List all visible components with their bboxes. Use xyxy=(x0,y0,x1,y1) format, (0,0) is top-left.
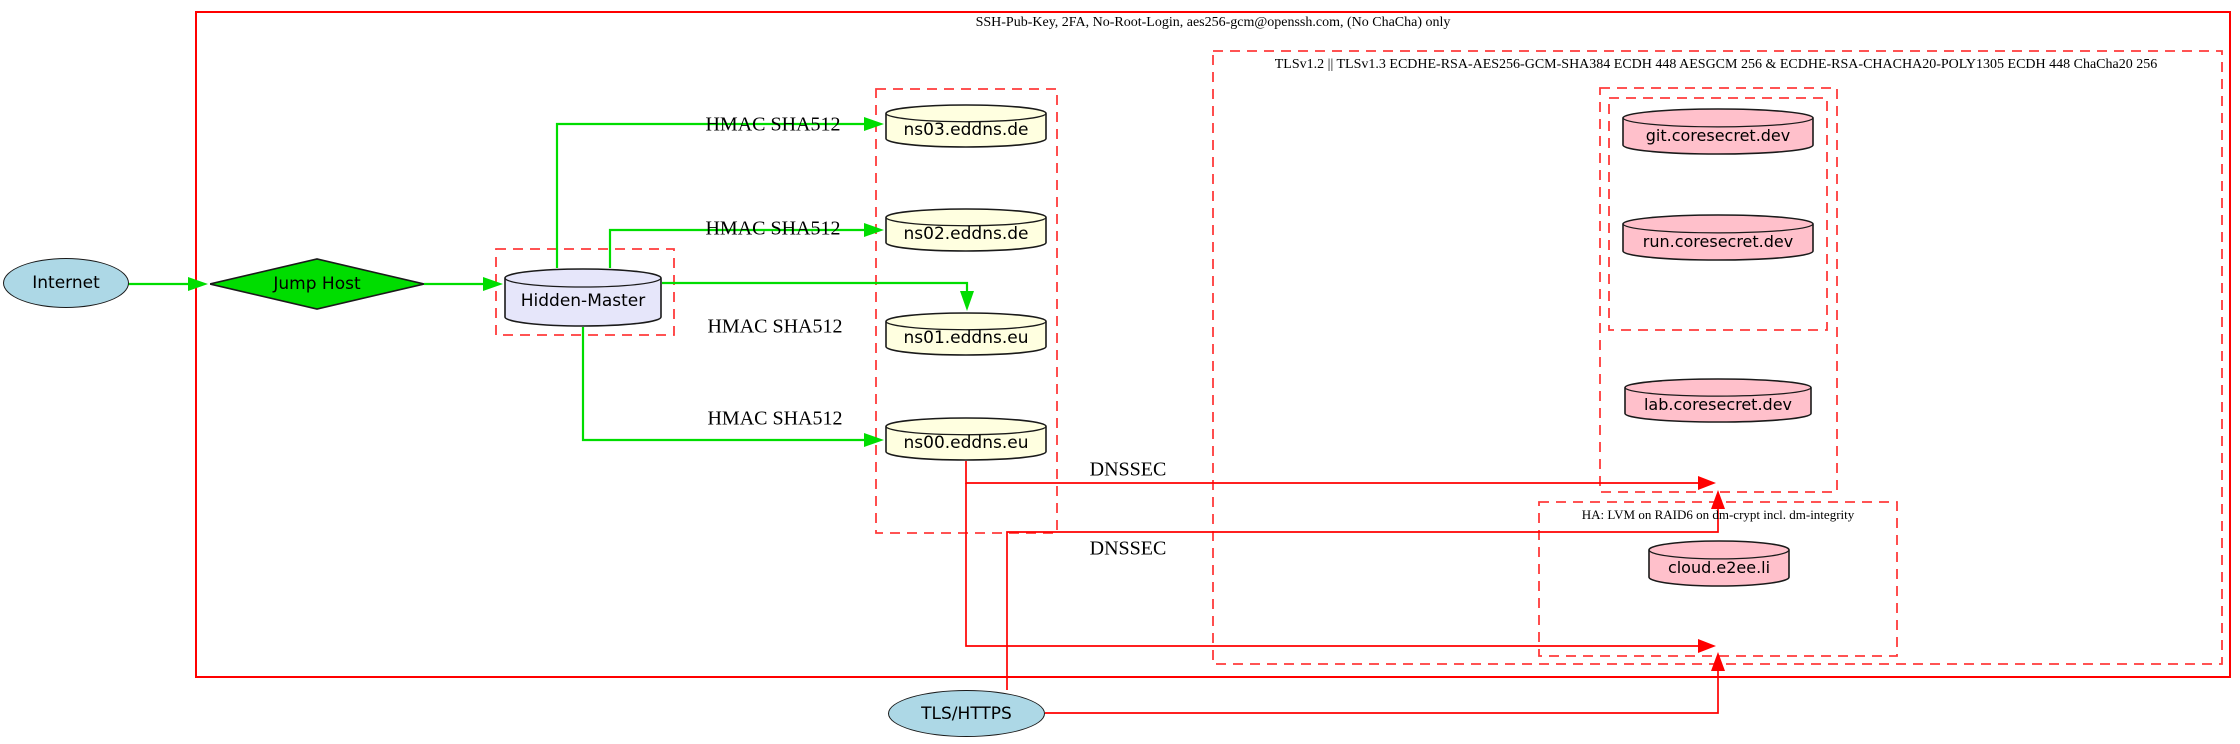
arrowhead-hiddenmaster xyxy=(483,277,503,291)
hmac-label-ns00: HMAC SHA512 xyxy=(707,407,843,430)
cloud-e2ee-label: cloud.e2ee.li xyxy=(1667,557,1771,577)
run-coresecret-node: run.coresecret.dev xyxy=(1622,214,1814,261)
diamond-shape xyxy=(210,258,424,310)
ns01-node: ns01.eddns.eu xyxy=(885,312,1047,356)
cloud-e2ee-node: cloud.e2ee.li xyxy=(1648,540,1790,587)
edge-hm-ns03 xyxy=(555,122,866,268)
ns00-label: ns00.eddns.eu xyxy=(903,432,1029,453)
ns02-label: ns02.eddns.de xyxy=(903,223,1029,244)
hmac-label-ns03: HMAC SHA512 xyxy=(705,113,841,136)
tls-https-label: TLS/HTTPS xyxy=(921,703,1012,724)
dnssec-label-2: DNSSEC xyxy=(1089,537,1167,560)
ns00-node: ns00.eddns.eu xyxy=(885,417,1047,461)
lab-coresecret-node: lab.coresecret.dev xyxy=(1624,378,1812,423)
ssh-perimeter-box xyxy=(195,11,2231,678)
coresecret-inner-cluster-box xyxy=(1608,97,1828,331)
cylinder-shape xyxy=(885,104,1047,148)
hmac-label-ns02: HMAC SHA512 xyxy=(705,217,841,240)
edge-hm-ns01 xyxy=(662,281,969,293)
ns03-node: ns03.eddns.de xyxy=(885,104,1047,148)
hidden-master-cluster-box xyxy=(495,248,675,336)
git-coresecret-node: git.coresecret.dev xyxy=(1622,108,1814,155)
arrowhead-ns00 xyxy=(864,433,884,447)
arrowhead-ns03 xyxy=(864,117,884,131)
edge-hm-ns02 xyxy=(608,228,866,268)
cylinder-shape xyxy=(885,417,1047,461)
cylinder-shape xyxy=(1622,108,1814,155)
jump-host-node: Jump Host xyxy=(210,258,424,310)
edge-tlshttps-coresecret xyxy=(1006,508,1719,690)
arrowhead-tlshttps-e2ee xyxy=(1711,652,1725,671)
tls-https-node: TLS/HTTPS xyxy=(888,690,1045,737)
arrowhead-ns01 xyxy=(960,291,974,311)
cylinder-shape xyxy=(1624,378,1812,423)
arrowhead-tlshttps-coresecret xyxy=(1711,490,1725,509)
tls-cluster-label: TLSv1.2 || TLSv1.3 ECDHE-RSA-AES256-GCM-… xyxy=(1274,57,2158,72)
hmac-label-ns01: HMAC SHA512 xyxy=(707,315,843,338)
edge-hm-ns00 xyxy=(581,327,866,442)
coresecret-outer-cluster-box xyxy=(1599,87,1838,493)
cylinder-shape xyxy=(1622,214,1814,261)
dnssec-label-1: DNSSEC xyxy=(1089,458,1167,481)
ha-cluster-label: HA: LVM on RAID6 on dm-crypt incl. dm-in… xyxy=(1581,507,1855,522)
arrowhead-dnssec-coresecret xyxy=(1698,476,1716,490)
internet-label: Internet xyxy=(32,273,100,293)
edge-tlshttps-e2ee xyxy=(1045,670,1719,714)
arrowhead-jumphost xyxy=(188,277,208,291)
cylinder-shape xyxy=(885,208,1047,252)
hidden-master-node: Hidden-Master xyxy=(504,268,662,327)
edge-dnssec-e2ee xyxy=(965,483,1700,647)
internet-node: Internet xyxy=(3,258,129,308)
cylinder-shape xyxy=(1648,540,1790,587)
cylinder-shape xyxy=(504,268,662,327)
edge-dnssec-coresecret xyxy=(965,461,1700,484)
jump-host-label: Jump Host xyxy=(273,274,361,294)
ns01-label: ns01.eddns.eu xyxy=(903,327,1029,348)
cylinder-shape xyxy=(885,312,1047,356)
arrowhead-ns02 xyxy=(864,223,884,237)
lab-coresecret-label: lab.coresecret.dev xyxy=(1643,394,1793,414)
git-coresecret-label: git.coresecret.dev xyxy=(1645,125,1791,145)
run-coresecret-label: run.coresecret.dev xyxy=(1642,231,1794,251)
hidden-master-label: Hidden-Master xyxy=(520,291,646,311)
ssh-cluster-label: SSH-Pub-Key, 2FA, No-Root-Login, aes256-… xyxy=(975,15,1451,30)
ns03-label: ns03.eddns.de xyxy=(903,119,1029,140)
arrowhead-dnssec-e2ee xyxy=(1698,639,1716,653)
ns02-node: ns02.eddns.de xyxy=(885,208,1047,252)
